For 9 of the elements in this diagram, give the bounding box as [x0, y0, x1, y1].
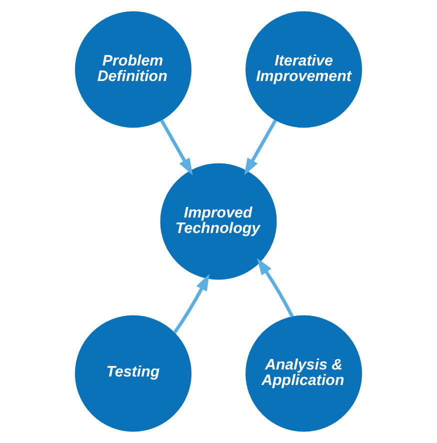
node-circle: Iterative Improvement: [246, 11, 362, 128]
arrow: [173, 274, 210, 334]
node-circle: Analysis & Application: [246, 315, 362, 432]
arrow: [244, 120, 277, 176]
node-circle: Improved Technology: [160, 163, 277, 280]
arrow: [256, 258, 294, 318]
node-circle: Testing: [74, 315, 192, 432]
node-circle: Problem Definition: [74, 11, 192, 128]
arrow: [160, 120, 193, 176]
